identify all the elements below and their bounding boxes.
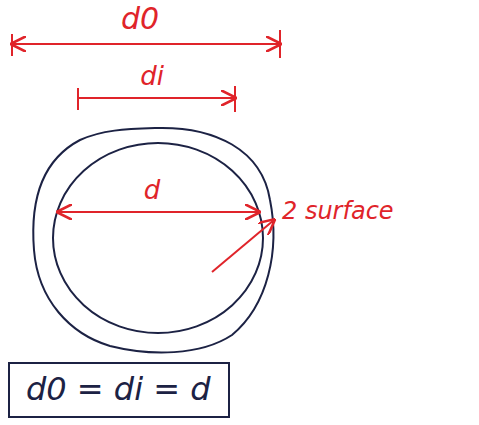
extension-line [77, 88, 79, 110]
equation-text: d0 = di = d [26, 372, 211, 407]
d0-dimension [12, 43, 280, 45]
result-box: d0 = di = d [8, 362, 230, 418]
dimension-label: di [140, 62, 164, 91]
dimension-label: d [144, 176, 161, 205]
inner-surface [53, 143, 263, 333]
dimension-label: d0 [121, 2, 159, 35]
outer-surface [33, 128, 273, 353]
di-dimension [78, 97, 235, 99]
extension-line [11, 34, 13, 56]
dimension-label: 2 surface [282, 198, 394, 224]
extension-line [234, 86, 236, 112]
label-text: d [144, 175, 161, 205]
extension-line [279, 30, 281, 58]
d-dimension [58, 211, 259, 213]
label-text: 2 surface [282, 197, 394, 225]
leader-line [212, 220, 274, 272]
label-text: d0 [121, 1, 159, 36]
label-text: di [140, 61, 164, 91]
